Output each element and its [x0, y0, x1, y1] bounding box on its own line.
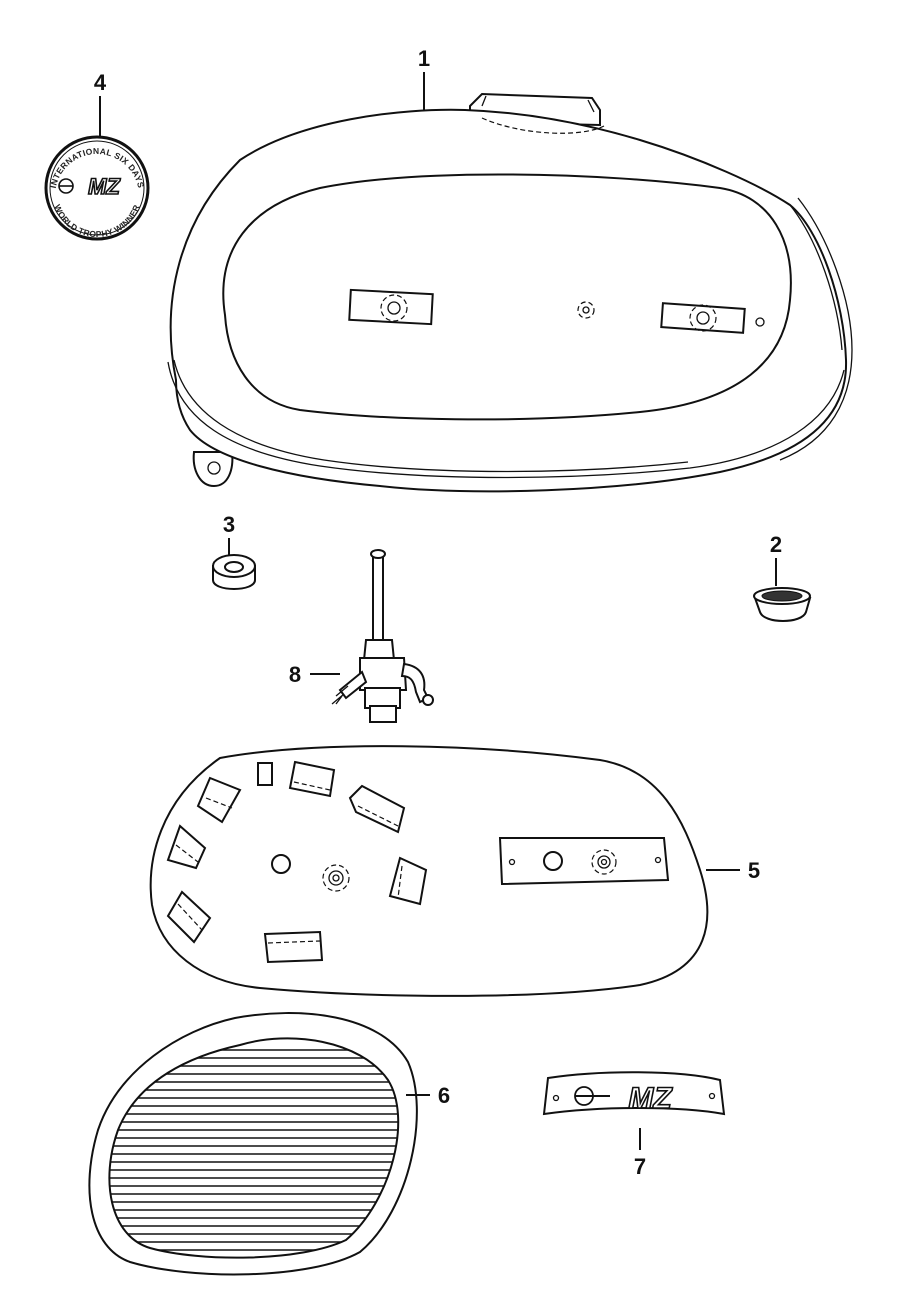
- callout-1: 1: [418, 46, 430, 71]
- callout-4: 4: [94, 70, 107, 95]
- tank-badge: INTERNATIONAL SIX DAYS WORLD TROPHY WINN…: [44, 96, 150, 241]
- callout-6: 6: [438, 1083, 450, 1108]
- knee-pad-plate: [149, 745, 740, 997]
- filler-cap: [753, 558, 812, 622]
- callout-5: 5: [748, 858, 760, 883]
- emblem-logo: MZ: [628, 1082, 673, 1115]
- callout-2: 2: [770, 532, 782, 557]
- knee-pad: [88, 1012, 430, 1276]
- fuel-tank: [167, 72, 853, 493]
- callout-3: 3: [223, 512, 235, 537]
- callout-7: 7: [634, 1154, 646, 1179]
- badge-logo: MZ: [88, 174, 121, 199]
- fuel-tap: [310, 549, 434, 723]
- tank-emblem: MZ: [542, 1071, 726, 1150]
- rubber-washer: [212, 538, 256, 590]
- callout-8: 8: [289, 662, 301, 687]
